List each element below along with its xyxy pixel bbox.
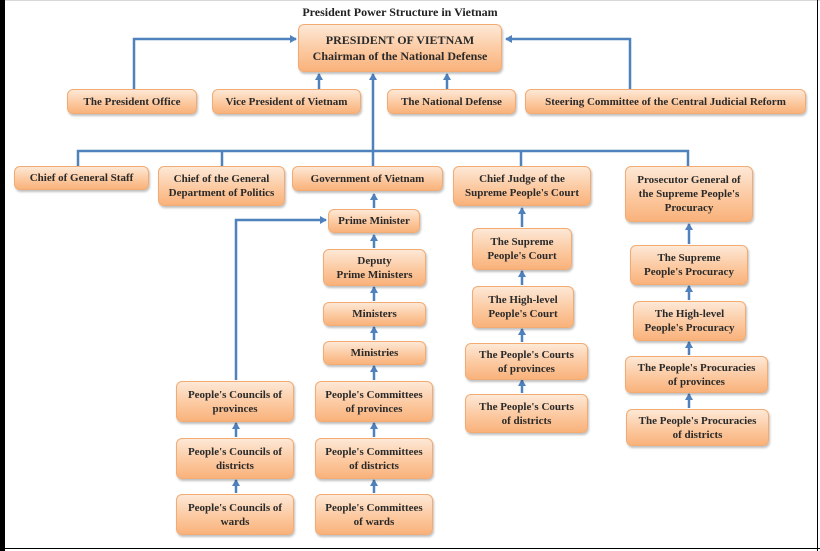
node-courts-districts: The People's Courts of districts (465, 394, 588, 433)
node-high-procuracy: The High-level People's Procuracy (633, 301, 746, 341)
node-government: Government of Vietnam (292, 166, 443, 191)
node-vice-president: Vice President of Vietnam (212, 89, 361, 114)
node-prime-minister: Prime Minister (328, 209, 420, 233)
frame-top-border (5, 0, 820, 1)
frame-right-border (817, 0, 818, 551)
node-committees-districts: People's Committees of districts (315, 438, 433, 479)
node-courts-provinces: The People's Courts of provinces (465, 343, 588, 380)
diagram-title: President Power Structure in Vietnam (302, 5, 498, 19)
node-chief-general-staff: Chief of General Staff (14, 166, 149, 190)
node-chief-politics: Chief of the General Department of Polit… (158, 166, 285, 206)
node-procuracies-provinces: The People's Procuracies of provinces (625, 356, 768, 393)
node-chief-judge: Chief Judge of the Supreme People's Cour… (453, 166, 591, 206)
node-councils-districts: People's Councils of districts (176, 438, 294, 479)
node-president-office: The President Office (67, 89, 197, 114)
node-deputy-pm: Deputy Prime Ministers (323, 249, 426, 286)
node-supreme-procuracy: The Supreme People's Procuracy (630, 245, 748, 285)
node-committees-provinces: People's Committees of provinces (315, 381, 433, 422)
connector-president-office (132, 35, 297, 89)
node-ministries: Ministries (323, 341, 426, 365)
node-councils-wards: People's Councils of wards (176, 494, 294, 535)
node-steering-committee: Steering Committee of the Central Judici… (525, 89, 806, 114)
node-high-court: The High-level People's Court (472, 286, 574, 328)
node-prosecutor-general: Prosecutor General of the Supreme People… (625, 166, 753, 222)
connector-branch-bar (76, 149, 690, 166)
node-president: PRESIDENT OF VIETNAM Chairman of the Nat… (298, 24, 502, 72)
connector-steering-committee (505, 35, 632, 89)
frame-left-border (0, 0, 5, 551)
node-procuracies-districts: The People's Procuracies of districts (626, 409, 769, 446)
node-councils-provinces: People's Councils of provinces (176, 381, 294, 422)
connector-councils-to-pm (234, 216, 327, 380)
node-supreme-court: The Supreme People's Court (472, 228, 572, 270)
node-committees-wards: People's Committees of wards (315, 494, 433, 535)
node-national-defense: The National Defense (387, 89, 516, 114)
frame-bottom-border (0, 548, 820, 549)
node-ministers: Ministers (323, 302, 426, 326)
